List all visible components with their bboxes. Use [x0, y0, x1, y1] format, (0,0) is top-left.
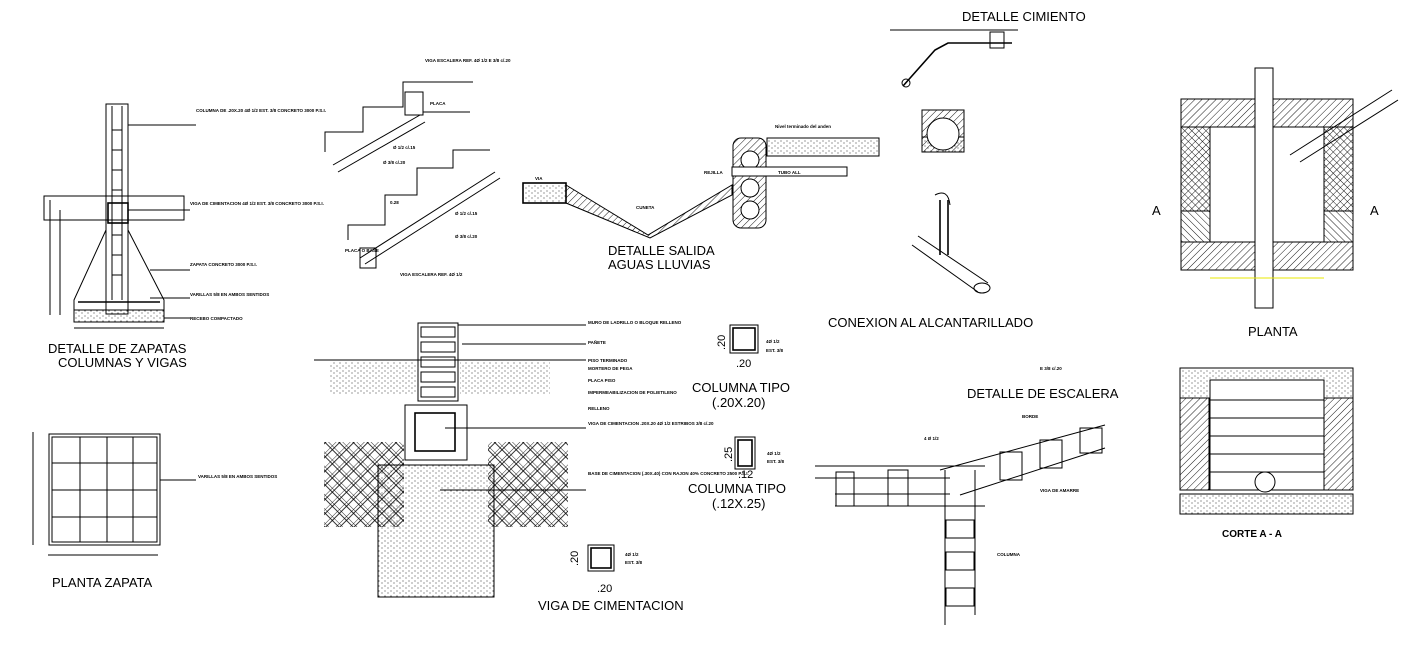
dim-viga-w: .20 — [597, 583, 612, 595]
title-columna-tipo-1-dims: (.20X.20) — [712, 395, 765, 410]
label-nivel: Nivel terminado del anden — [775, 124, 831, 129]
label-muro: MURO DE LADRILLO O BLOQUE RELLENO — [588, 320, 682, 325]
label-placa-base: PLACA O BASE — [345, 248, 379, 253]
label-cuneta: CUNETA — [636, 205, 655, 210]
label-columna-esc: COLUMNA — [997, 552, 1021, 557]
title-planta: PLANTA — [1248, 324, 1298, 339]
label-placa: PLACA — [430, 101, 446, 106]
title-corte: CORTE A - A — [1222, 529, 1282, 540]
label-col1-bars: 4Ø 1/2 — [766, 339, 780, 344]
marker-a-left: A — [1152, 203, 1161, 218]
detail-cimiento-conexion: DETALLE CIMIENTO CONEXION AL ALCANTARILL… — [828, 9, 1086, 330]
detail-corte-aa: CORTE A - A — [1179, 367, 1354, 540]
label-l-sup: 4 Ø 1/2 — [924, 436, 939, 441]
title-conexion: CONEXION AL ALCANTARILLADO — [828, 315, 1033, 330]
detail-viga-cimentacion-section: MURO DE LADRILLO O BLOQUE RELLENO PAÑETE… — [314, 320, 749, 613]
label-mortero: MORTERO DE PEGA — [588, 366, 633, 371]
title-columna-tipo-2-dims: (.12X.25) — [712, 496, 765, 511]
title-detalle-cimiento: DETALLE CIMIENTO — [962, 9, 1086, 24]
label-via: VIA — [535, 176, 543, 181]
label-phi-12: Ø 1/2 c/.15 — [393, 145, 416, 150]
label-viga-cimentacion: VIGA DE CIMENTACION 4Ø 1/2 EST. 3/8 CONC… — [190, 201, 324, 206]
title-planta-zapata: PLANTA ZAPATA — [52, 575, 153, 590]
detail-escalera-3d: E 3/8 c/.20 DETALLE DE ESCALERA BORDE 4 … — [815, 366, 1119, 625]
label-tubo: TUBO ALL — [778, 170, 801, 175]
label-impermeabilizacion: IMPERMEABILIZACION DE POLIETILENO — [588, 390, 677, 395]
label-col1-est: EST. 3/8 — [766, 348, 784, 353]
detail-zapatas: COLUMNA DE .20X.20 4Ø 1/2 EST. 3/8 CONCR… — [43, 103, 326, 370]
title-detalle-salida: DETALLE SALIDA — [608, 243, 715, 258]
detail-columna-tipo: .20 .20 4Ø 1/2 EST. 3/8 COLUMNA TIPO (.2… — [688, 324, 790, 511]
label-phi-38b: Ø 3/8 c/.20 — [455, 234, 478, 239]
title-columnas-vigas: COLUMNAS Y VIGAS — [58, 355, 187, 370]
label-phi-12b: Ø 1/2 c/.15 — [455, 211, 478, 216]
label-placa-piso: PLACA PISO — [588, 378, 616, 383]
detail-planta-camara: PLANTA A A — [1152, 67, 1399, 339]
label-viga-cim: VIGA DE CIMENTACION .20X.20 4Ø 1/2 ESTRI… — [588, 421, 714, 426]
label-col2-bars: 4Ø 1/2 — [767, 451, 781, 456]
label-viga-est: EST. 3/8 — [625, 560, 643, 565]
title-columna-tipo-1: COLUMNA TIPO — [692, 380, 790, 395]
label-viga-escalera-bottom: VIGA ESCALERA REF. 4Ø 1/2 — [400, 272, 463, 277]
label-huella: 0.28 — [390, 200, 399, 205]
title-columna-tipo-2: COLUMNA TIPO — [688, 481, 786, 496]
label-zapata: ZAPATA CONCRETO 3000 P.S.I. — [190, 262, 257, 267]
label-borde: BORDE — [1022, 414, 1038, 419]
label-relleno: RELLENO — [588, 406, 610, 411]
dim-col1-h: .20 — [716, 335, 728, 350]
label-viga-amarre: VIGA DE AMARRE — [1040, 488, 1079, 493]
label-panete: PAÑETE — [588, 339, 606, 345]
label-viga-bars: 4Ø 1/2 — [625, 552, 639, 557]
detail-salida-aguas: VIA CUNETA REJILLA TUBO ALL Nivel termin… — [522, 124, 880, 272]
detail-stairs: PLACA VIGA ESCALERA REF. 4Ø 1/2 E 3/8 c/… — [324, 58, 511, 277]
title-viga-cimentacion: VIGA DE CIMENTACION — [538, 598, 684, 613]
label-piso: PISO TERMINADO — [588, 358, 628, 363]
dim-viga-h: .20 — [569, 551, 581, 566]
label-rejilla: REJILLA — [704, 170, 724, 175]
marker-a-right: A — [1370, 203, 1379, 218]
dim-col2-h: .25 — [723, 447, 735, 462]
title-aguas-lluvias: AGUAS LLUVIAS — [608, 257, 711, 272]
dim-col1-w: .20 — [736, 358, 751, 370]
label-viga-escalera-top: VIGA ESCALERA REF. 4Ø 1/2 E 3/8 c/.20 — [425, 58, 511, 63]
title-detalle-zapatas: DETALLE DE ZAPATAS — [48, 341, 187, 356]
title-detalle-escalera: DETALLE DE ESCALERA — [967, 386, 1119, 401]
dim-col2-w: .12 — [738, 469, 753, 481]
label-col2-est: EST. 3/8 — [767, 459, 785, 464]
label-varillas: VARILLAS 5/8 EN AMBOS SENTIDOS — [190, 292, 269, 297]
detail-planta-zapata: VARILLAS 5/8 EN AMBOS SENTIDOS PLANTA ZA… — [32, 432, 277, 590]
label-phi-38: Ø 3/8 c/.20 — [383, 160, 406, 165]
label-columna: COLUMNA DE .20X.20 4Ø 1/2 EST. 3/8 CONCR… — [196, 108, 326, 113]
label-varillas-planta: VARILLAS 5/8 EN AMBOS SENTIDOS — [198, 474, 277, 479]
label-base: BASE DE CIMENTACION (.30X.40) CON RAJON … — [588, 471, 749, 476]
label-escalera-ref: E 3/8 c/.20 — [1040, 366, 1062, 371]
label-recebo: RECEBO COMPACTADO — [190, 316, 243, 321]
